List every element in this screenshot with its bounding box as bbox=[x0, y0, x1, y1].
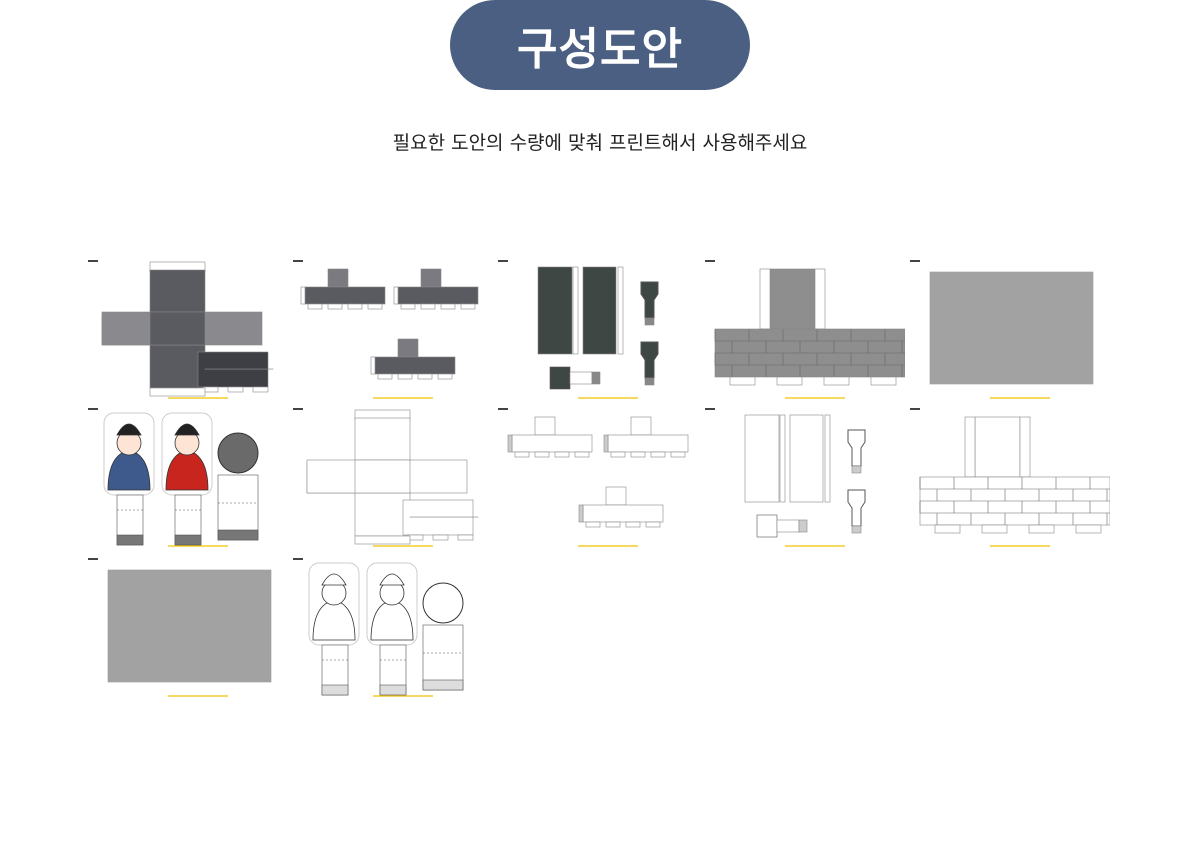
cube-cross-color-illustration bbox=[88, 260, 274, 399]
template-sheet-gray-panel bbox=[88, 555, 288, 700]
title-badge: 구성도안 bbox=[450, 0, 750, 90]
brick-wall-outline-illustration bbox=[910, 408, 1110, 547]
brick-wall-color-illustration bbox=[705, 260, 905, 399]
template-sheet-brick-wall-color bbox=[705, 257, 905, 402]
template-sheet-cube-cross-outline bbox=[293, 405, 493, 550]
sheet-label-mark bbox=[705, 408, 715, 410]
sheet-label-mark bbox=[498, 260, 508, 262]
template-sheet-characters-color bbox=[88, 405, 288, 550]
sheet-label-mark bbox=[88, 260, 98, 262]
sheet-label-mark bbox=[293, 408, 303, 410]
sheet-label-mark bbox=[88, 558, 98, 560]
tall-pieces-outline-illustration bbox=[705, 408, 866, 547]
template-sheet-brick-wall-outline bbox=[910, 405, 1110, 550]
characters-color-illustration bbox=[88, 408, 259, 547]
page-title: 구성도안 bbox=[517, 24, 683, 75]
gray-panel-illustration bbox=[910, 260, 1094, 399]
template-sheet-cube-cross-color bbox=[88, 257, 288, 402]
gray-panel-illustration bbox=[88, 558, 272, 697]
sheet-label-mark bbox=[910, 260, 920, 262]
instruction-text: 필요한 도안의 수량에 맞춰 프린트해서 사용해주세요 bbox=[392, 132, 808, 154]
template-sheet-t-boxes-color bbox=[293, 257, 493, 402]
t-boxes-color-illustration bbox=[293, 260, 479, 399]
template-sheet-tall-pieces-color bbox=[498, 257, 698, 402]
sheet-label-mark bbox=[88, 408, 98, 410]
sheet-label-mark bbox=[293, 260, 303, 262]
template-sheet-tall-pieces-outline bbox=[705, 405, 905, 550]
tall-pieces-color-illustration bbox=[498, 260, 659, 399]
template-sheet-characters-outline bbox=[293, 555, 493, 700]
cube-cross-outline-illustration bbox=[293, 408, 479, 547]
t-boxes-outline-illustration bbox=[498, 408, 689, 547]
characters-outline-illustration bbox=[293, 558, 464, 697]
sheet-label-mark bbox=[705, 260, 715, 262]
sheet-label-mark bbox=[293, 558, 303, 560]
sheet-label-mark bbox=[498, 408, 508, 410]
sheet-label-mark bbox=[910, 408, 920, 410]
template-sheet-gray-panel bbox=[910, 257, 1110, 402]
template-sheet-t-boxes-outline bbox=[498, 405, 698, 550]
